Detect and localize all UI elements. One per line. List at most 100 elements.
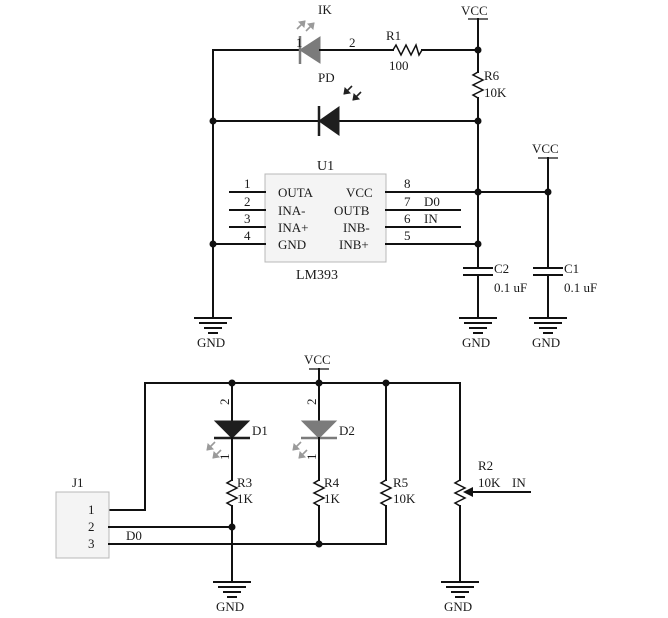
r1-value: 100 (389, 58, 409, 73)
gnd-label-bottom-left: GND (216, 599, 244, 614)
junction-dot (228, 379, 236, 387)
u1-pin1-num: 1 (244, 176, 251, 191)
junction-dot (315, 540, 323, 548)
net-label-d0-bottom: D0 (126, 528, 142, 543)
j1-pin2: 2 (88, 519, 95, 534)
led-d1: 2 1 D1 (206, 399, 268, 461)
gnd-symbol-bottom-left: GND (213, 581, 251, 614)
vcc-symbol-top: VCC (461, 3, 488, 20)
r5-ref: R5 (393, 475, 408, 490)
diode-body-pd (318, 106, 340, 136)
junction-dot (228, 523, 236, 531)
j1-body (55, 491, 110, 559)
u1-pin8-name: VCC (346, 185, 373, 200)
d2-ref: D2 (339, 423, 355, 438)
vcc-label-bottom: VCC (304, 352, 331, 367)
vcc-label-top: VCC (461, 3, 488, 18)
diode-body-d2 (300, 420, 338, 439)
junction-dot (474, 46, 482, 54)
ik-pin2: 2 (349, 35, 356, 50)
d2-pin-bottom: 1 (304, 454, 319, 461)
resistor-r6: R6 10K (471, 68, 507, 100)
ik-pin1: 1 (296, 35, 303, 50)
connector-j1: J1 1 2 3 (55, 475, 110, 559)
u1-pin7-num: 7 (404, 194, 411, 209)
vcc-symbol-bottom: VCC (304, 352, 331, 370)
u1-pin8-num: 8 (404, 176, 411, 191)
gnd-symbol-c2: GND (459, 317, 497, 350)
u1-pin3-num: 3 (244, 211, 251, 226)
d1-pin-bottom: 1 (217, 454, 232, 461)
u1-pin5-name: INB+ (339, 237, 369, 252)
gnd-label-bottom-right: GND (444, 599, 472, 614)
ik-ref: IK (318, 2, 332, 17)
ic-body (264, 173, 387, 263)
diode-body-d1 (213, 420, 251, 439)
gnd-symbol-bottom-right: GND (441, 581, 479, 614)
r2-wiper-arrow (463, 487, 473, 497)
c2-value: 0.1 uF (494, 280, 527, 295)
junction-dot (382, 379, 390, 387)
led-d2: 2 1 D2 (292, 399, 355, 461)
u1-pin6-name: INB- (343, 220, 370, 235)
junction-dot (209, 240, 217, 248)
capacitor-c2: C2 0.1 uF (463, 261, 527, 319)
junction-dot (474, 117, 482, 125)
r3-ref: R3 (237, 475, 252, 490)
comparator-u1: U1 LM393 1 2 3 4 OUTA INA- INA+ GND VCC … (212, 159, 549, 283)
gnd-label-left: GND (197, 335, 225, 350)
resistor-r1: R1 100 (386, 28, 423, 73)
gnd-symbol-left: GND (194, 317, 232, 350)
ir-emitter-diode-ik: IK 1 2 PD (296, 2, 356, 85)
gnd-label-c2: GND (462, 335, 490, 350)
vcc-label-c1: VCC (532, 141, 559, 156)
r4-value: 1K (324, 491, 341, 506)
r2-net-in: IN (512, 475, 526, 490)
photodiode-pd (317, 85, 362, 136)
r3-value: 1K (237, 491, 254, 506)
d1-pin-top: 2 (217, 399, 232, 406)
c2-ref: C2 (494, 261, 509, 276)
d2-pin-top: 2 (304, 399, 319, 406)
u1-pin7-name: OUTB (334, 203, 370, 218)
resistor-r3: R3 1K (225, 475, 254, 507)
resistor-r5: R5 10K (379, 475, 416, 507)
u1-ref: U1 (317, 159, 334, 174)
vcc-symbol-c1: VCC (532, 141, 559, 159)
j1-ref: J1 (72, 475, 84, 490)
u1-pin4-num: 4 (244, 228, 251, 243)
d1-ref: D1 (252, 423, 268, 438)
r2-ref: R2 (478, 458, 493, 473)
u1-pin2-name: INA- (278, 203, 305, 218)
j1-pin3: 3 (88, 536, 95, 551)
u1-pin1-name: OUTA (278, 185, 314, 200)
u1-pin4-name: GND (278, 237, 306, 252)
diode-body-ik (299, 36, 321, 64)
c1-value: 0.1 uF (564, 280, 597, 295)
capacitor-c1: C1 0.1 uF (533, 261, 597, 319)
junction-dot (474, 188, 482, 196)
u1-part: LM393 (296, 268, 338, 283)
resistor-r4: R4 1K (312, 475, 341, 507)
j1-pin1: 1 (88, 502, 95, 517)
r4-ref: R4 (324, 475, 340, 490)
junction-dot (209, 117, 217, 125)
potentiometer-r2: R2 10K IN (453, 458, 531, 507)
gnd-symbol-c1: GND (529, 317, 567, 350)
r1-ref: R1 (386, 28, 401, 43)
r5-value: 10K (393, 491, 416, 506)
ik-type: PD (318, 70, 335, 85)
net-label-in: IN (424, 211, 438, 226)
junction-dot (315, 379, 323, 387)
junction-dot (474, 240, 482, 248)
c1-ref: C1 (564, 261, 579, 276)
net-label-d0: D0 (424, 194, 440, 209)
u1-pin6-num: 6 (404, 211, 411, 226)
junction-dot (544, 188, 552, 196)
r6-ref: R6 (484, 68, 500, 83)
u1-pin3-name: INA+ (278, 220, 308, 235)
u1-pin5-num: 5 (404, 228, 411, 243)
r6-value: 10K (484, 85, 507, 100)
r2-value: 10K (478, 475, 501, 490)
